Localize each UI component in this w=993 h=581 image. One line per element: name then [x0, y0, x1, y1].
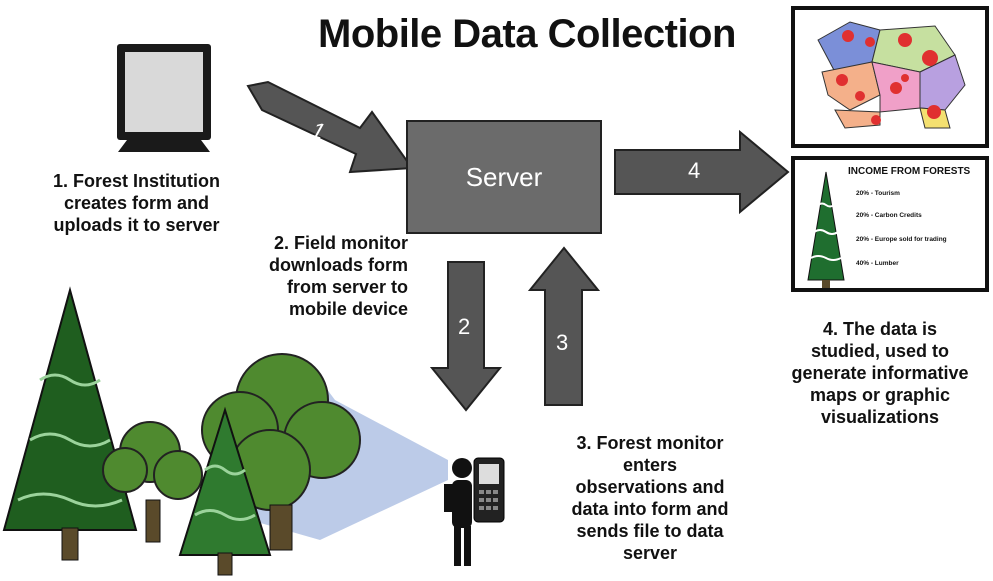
viz-title: INCOME FROM FORESTS — [848, 166, 971, 177]
pine-tree-small — [178, 406, 272, 576]
deciduous-tree-small — [102, 421, 203, 543]
step-3-caption: 3. Forest monitor enters observations an… — [530, 432, 770, 564]
page-title: Mobile Data Collection — [318, 12, 736, 56]
step-1-line: 1. Forest Institution — [52, 171, 220, 191]
tree-chart-icon — [807, 171, 845, 288]
arrow-2 — [429, 261, 503, 412]
step-3-line: observations and — [575, 477, 725, 497]
step-3-line: data into form and — [571, 499, 729, 519]
arrow-3-label: 3 — [556, 330, 569, 355]
step-1-line: creates form and — [63, 193, 210, 213]
chart-visualization — [791, 156, 989, 292]
field-monitor-person-icon — [444, 458, 472, 566]
viz-legend-item: 20% - Europe sold for trading — [856, 236, 947, 243]
step-2-caption: 2. Field monitor downloads form from ser… — [228, 232, 408, 320]
step-3-line: server — [622, 543, 678, 563]
step-4-line: generate informative — [791, 363, 969, 383]
mobile-device-icon — [473, 457, 505, 523]
server-label: Server — [465, 161, 543, 192]
step-2-line: mobile device — [288, 299, 408, 319]
step-4-line: maps or graphic — [809, 385, 951, 405]
step-4-line: studied, used to — [810, 341, 949, 361]
pine-tree-large — [2, 286, 138, 561]
arrow-4-label: 4 — [688, 158, 701, 183]
step-4-line: visualizations — [820, 407, 940, 427]
step-4-line: 4. The data is — [822, 319, 938, 339]
viz-legend-item: 20% - Tourism — [856, 190, 900, 197]
viz-legend-item: 20% - Carbon Credits — [856, 212, 922, 219]
server-box: Server — [406, 120, 602, 234]
step-3-line: 3. Forest monitor — [576, 433, 724, 453]
step-1-caption: 1. Forest Institution creates form and u… — [14, 170, 259, 236]
step-2-line: from server to — [286, 277, 408, 297]
step-2-line: 2. Field monitor — [273, 233, 408, 253]
step-2-line: downloads form — [269, 255, 408, 275]
step-1-line: uploads it to server — [53, 215, 220, 235]
viz-legend-item: 40% - Lumber — [856, 260, 899, 267]
step-4-caption: 4. The data is studied, used to generate… — [770, 318, 990, 428]
arrow-3 — [527, 246, 601, 406]
step-3-line: enters — [622, 455, 678, 475]
arrow-1 — [246, 80, 414, 174]
arrow-2-label: 2 — [458, 314, 471, 339]
step-3-line: sends file to data — [576, 521, 724, 541]
computer-monitor-icon — [117, 44, 211, 152]
arrow-4 — [614, 129, 790, 215]
map-visualization-icon — [791, 6, 989, 148]
